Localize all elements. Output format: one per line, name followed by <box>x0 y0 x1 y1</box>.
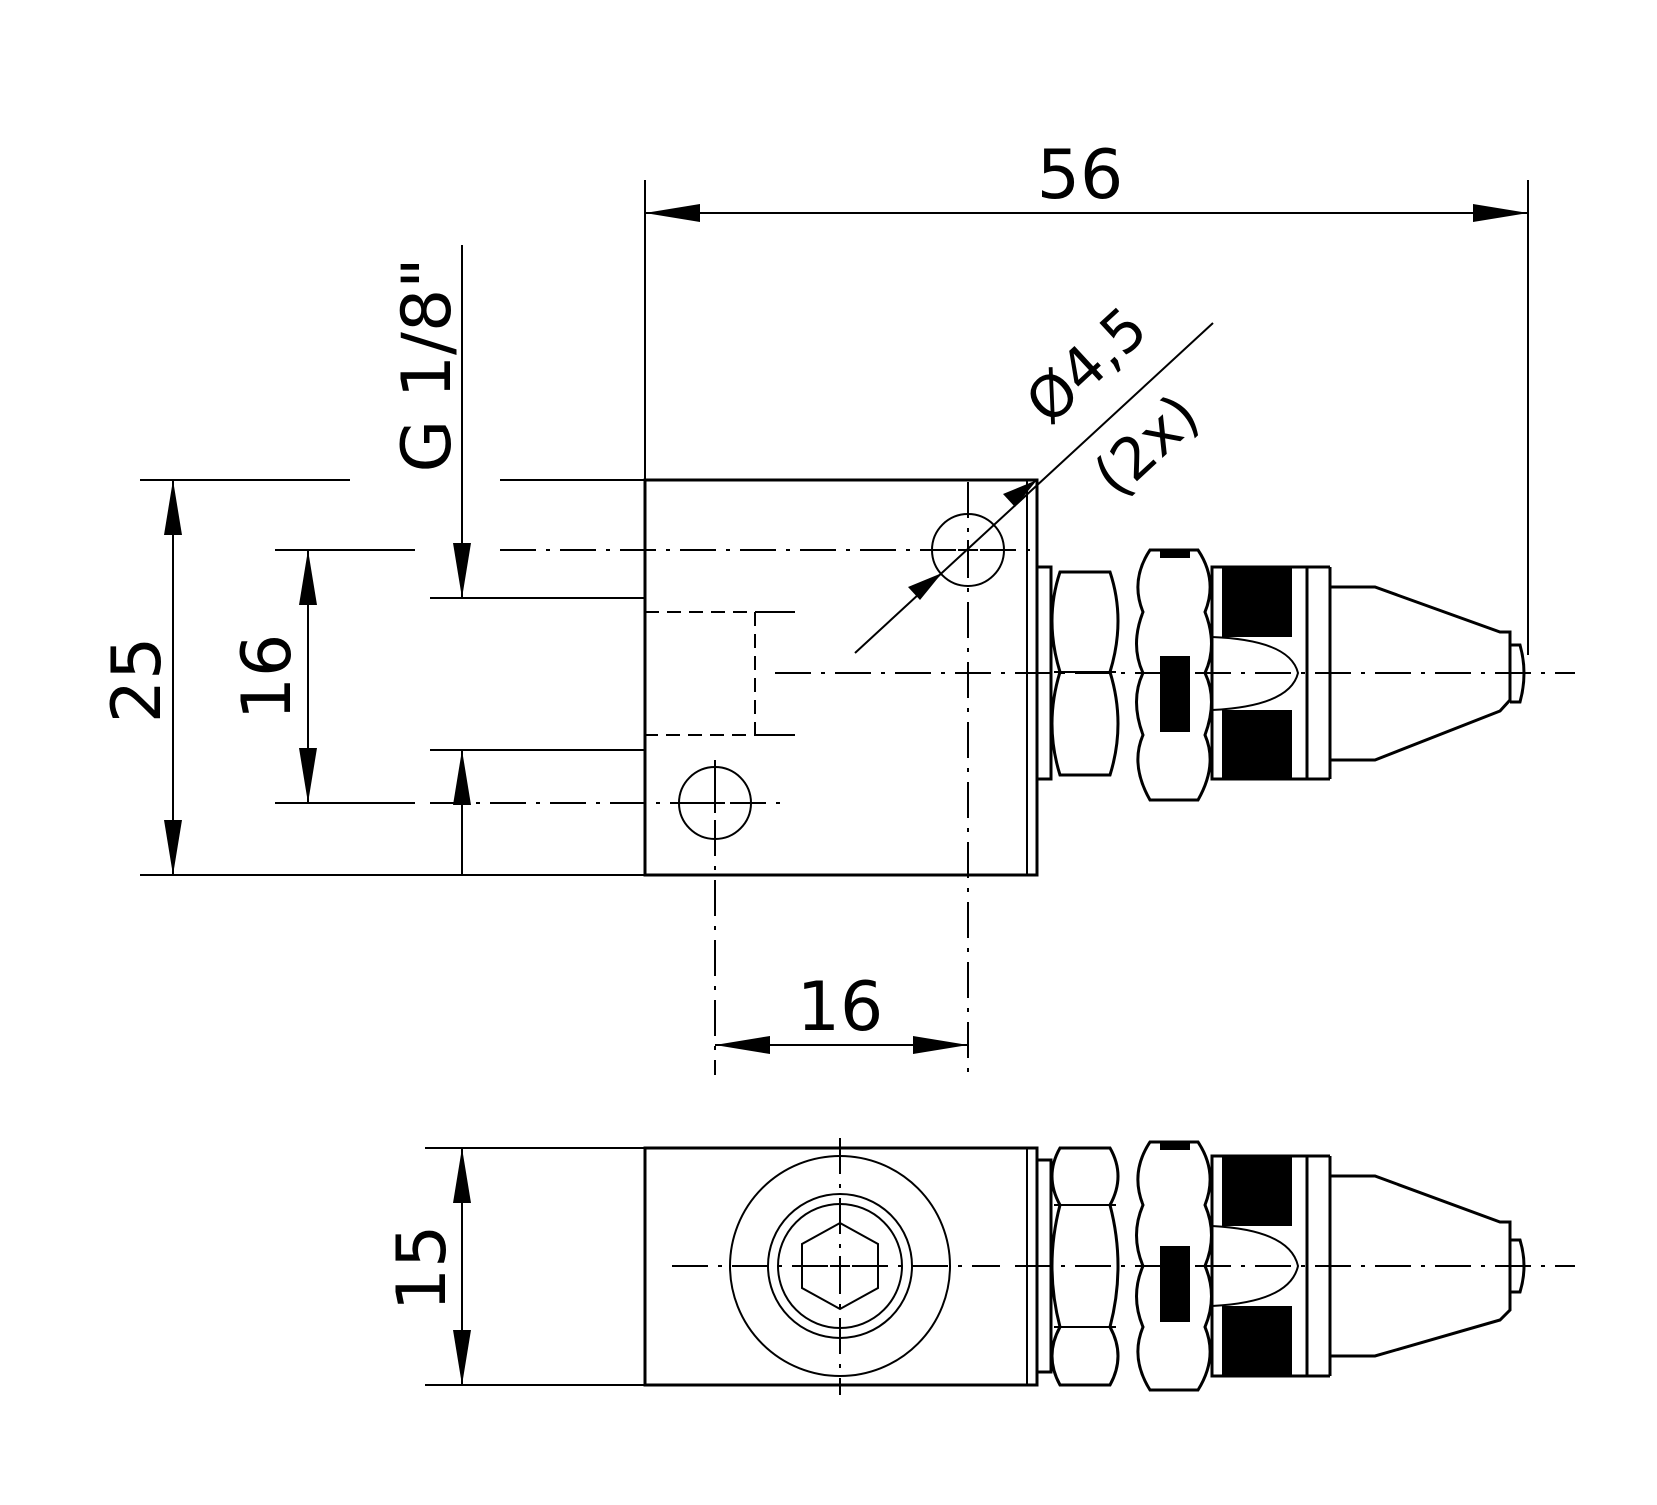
hex-socket-icon <box>801 1221 879 1311</box>
dim-hole-horizontal: 16 <box>797 968 884 1047</box>
front-view <box>430 478 1575 1075</box>
dim-height: 25 <box>98 637 177 724</box>
dim-thread: G 1/8" <box>388 257 467 472</box>
top-view <box>643 1138 1575 1395</box>
dim-hole-count: (2x) <box>1081 381 1213 510</box>
hex-nut-2 <box>1135 548 1213 802</box>
hex-nut-1 <box>1050 570 1120 777</box>
dim-overall-length: 56 <box>1037 136 1124 215</box>
hidden-port <box>645 611 756 736</box>
top-dimensions: 15 <box>383 1147 645 1386</box>
front-dimensions: 56 25 16 G 1/8" 16 Ø4,5 (2x) <box>98 136 1529 1054</box>
hex-nut-2-top <box>1135 1140 1213 1392</box>
nozzle <box>1330 585 1512 762</box>
nozzle-top <box>1330 1174 1512 1358</box>
dim-hole-vertical: 16 <box>228 634 307 721</box>
dim-thickness: 15 <box>383 1225 462 1312</box>
